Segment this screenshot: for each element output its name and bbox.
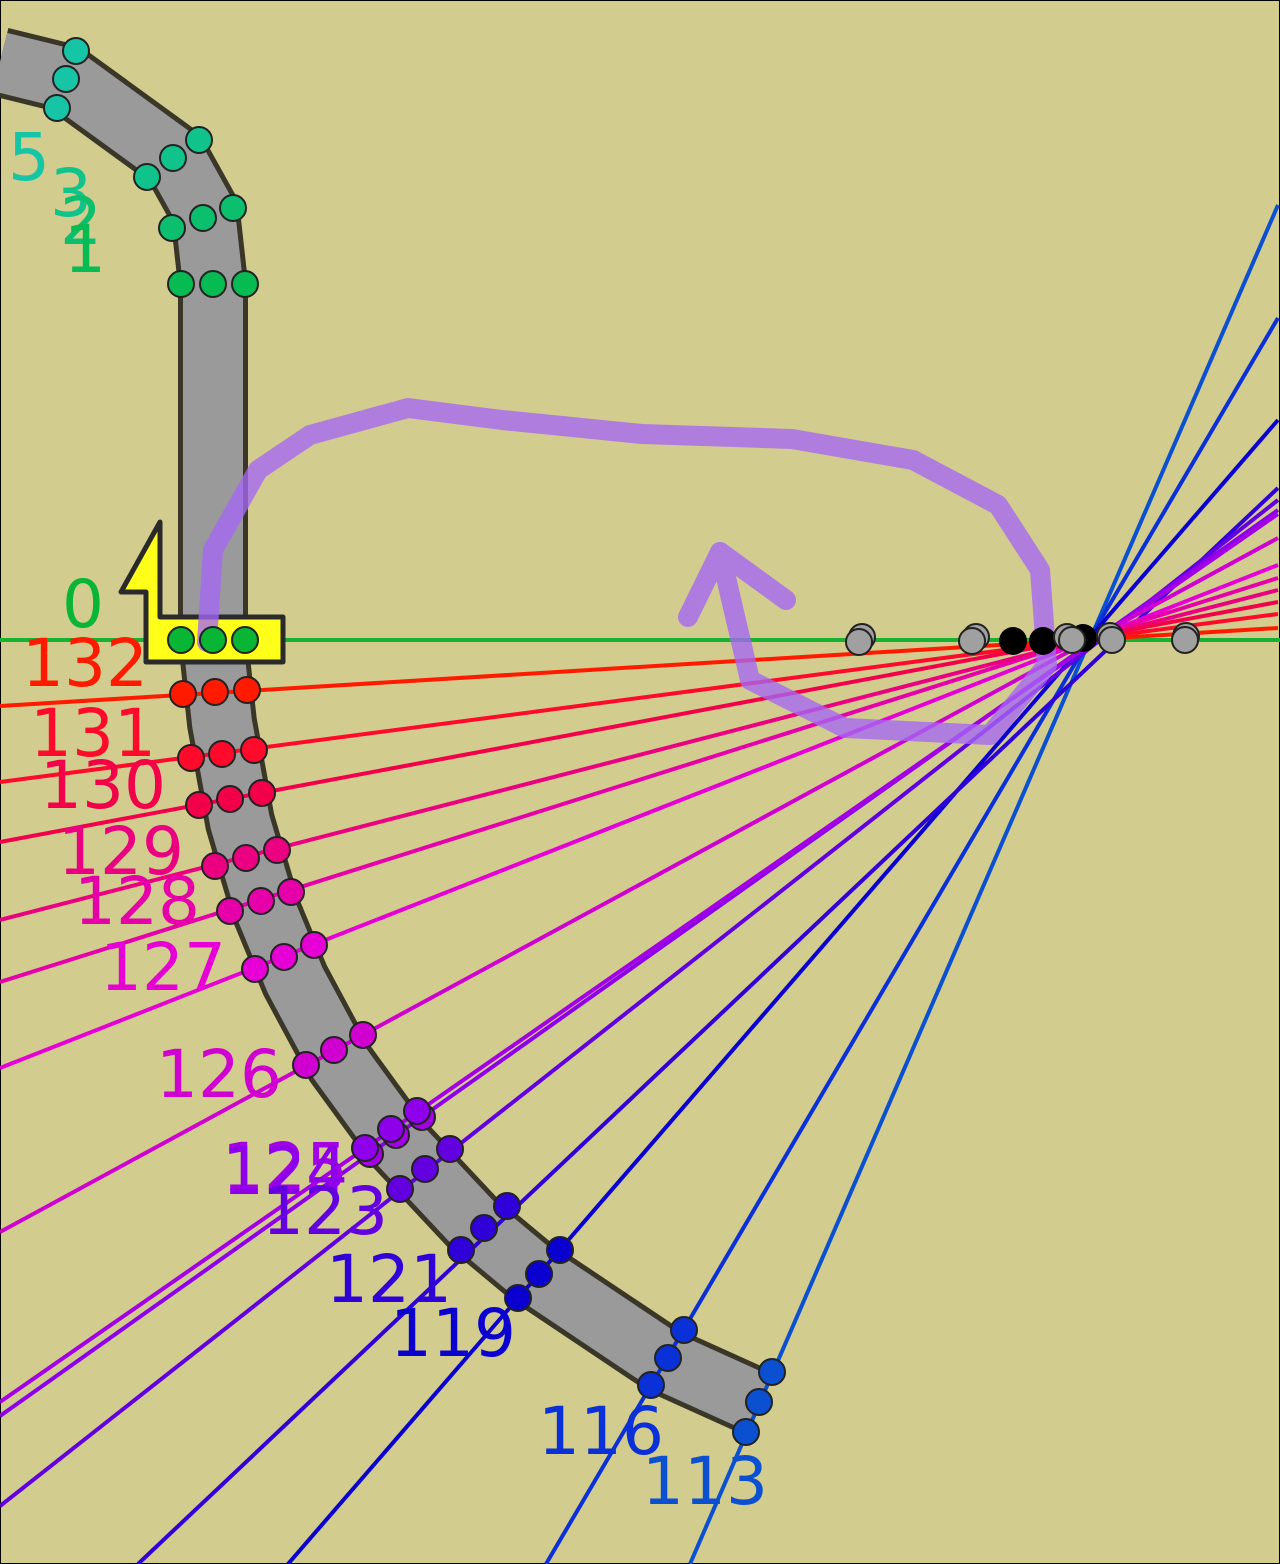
origin-black-1 (999, 627, 1027, 655)
section-dot-3-2 (159, 144, 187, 172)
section-dot-0-2 (199, 626, 227, 654)
section-dot-2-2 (189, 204, 217, 232)
section-dot-5-1 (62, 37, 90, 65)
section-dot-119-1 (504, 1284, 532, 1312)
section-label-5: 5 (8, 119, 50, 196)
origin-gray-2 (845, 628, 873, 656)
section-dot-131-3 (240, 736, 268, 764)
section-dot-123-2 (411, 1155, 439, 1183)
section-dot-121-2 (470, 1214, 498, 1242)
ray-125 (0, 512, 1280, 1404)
section-dot-113-3 (758, 1358, 786, 1386)
section-label-116: 116 (538, 1393, 664, 1470)
section-dot-127-2 (270, 943, 298, 971)
origin-gray-8 (1098, 626, 1126, 654)
section-labels: 5 3 2 1 0 132 131 130 129 128 127 126 12… (8, 119, 768, 1520)
section-dot-3-1 (185, 126, 213, 154)
section-dot-128-1 (216, 897, 244, 925)
section-dot-129-3 (263, 836, 291, 864)
section-dot-129-1 (201, 852, 229, 880)
section-dot-2-3 (158, 214, 186, 242)
origin-markers (845, 622, 1200, 656)
section-label-3: 3 (50, 155, 92, 232)
section-dot-132-1 (169, 680, 197, 708)
section-dot-2-1 (219, 194, 247, 222)
origin-gray-4 (958, 627, 986, 655)
section-dot-128-2 (247, 887, 275, 915)
section-label-123: 123 (262, 1173, 388, 1250)
section-dot-119-3 (546, 1236, 574, 1264)
section-dot-123-1 (386, 1175, 414, 1203)
section-dot-126-3 (349, 1021, 377, 1049)
section-dot-116-1 (637, 1371, 665, 1399)
section-dot-131-1 (177, 744, 205, 772)
origin-black-2 (1029, 627, 1057, 655)
section-label-130: 130 (40, 747, 166, 824)
ray-121 (136, 486, 1280, 1564)
section-dot-124-2 (377, 1115, 405, 1143)
section-label-2: 2 (60, 183, 102, 260)
section-dot-123-3 (436, 1135, 464, 1163)
section-dot-127-1 (241, 955, 269, 983)
section-dot-132-3 (233, 676, 261, 704)
ray-123 (0, 498, 1280, 1508)
section-label-1: 1 (64, 211, 106, 288)
section-dot-130-3 (248, 779, 276, 807)
section-label-124: 124 (222, 1133, 348, 1210)
section-label-132: 132 (22, 625, 148, 702)
section-dot-127-3 (300, 931, 328, 959)
section-dot-124-1 (351, 1134, 379, 1162)
ray-126 (0, 536, 1279, 1234)
section-dot-121-1 (447, 1236, 475, 1264)
section-dot-116-3 (670, 1316, 698, 1344)
section-dot-130-2 (216, 785, 244, 813)
section-dot-121-3 (493, 1192, 521, 1220)
section-dot-1-1 (167, 270, 195, 298)
section-dot-124-3 (403, 1097, 431, 1125)
section-dot-1-3 (231, 270, 259, 298)
section-label-127: 127 (100, 929, 226, 1006)
section-label-128: 128 (74, 863, 200, 940)
gesture-loop-stroke (197, 398, 1057, 745)
section-dot-113-1 (732, 1418, 760, 1446)
section-dots (43, 37, 786, 1446)
gesture-arrowhead-right (710, 542, 796, 610)
section-dot-132-2 (201, 678, 229, 706)
section-dot-3-3 (133, 163, 161, 191)
section-label-125: 125 (222, 1129, 348, 1206)
section-label-113: 113 (642, 1443, 768, 1520)
section-label-131: 131 (30, 695, 156, 772)
section-dot-0-3 (231, 626, 259, 654)
origin-gray-10 (1171, 626, 1199, 654)
section-label-121: 121 (326, 1241, 452, 1318)
section-dot-119-2 (525, 1260, 553, 1288)
ray-119 (286, 418, 1280, 1564)
section-dot-0-1 (167, 626, 195, 654)
section-label-0: 0 (62, 566, 104, 643)
gesture-arrowhead-left (678, 542, 730, 627)
section-dot-126-1 (292, 1051, 320, 1079)
section-dot-126-2 (320, 1036, 348, 1064)
section-dot-116-2 (654, 1344, 682, 1372)
section-dot-113-2 (745, 1388, 773, 1416)
section-label-119: 119 (390, 1295, 516, 1372)
section-dot-128-3 (277, 878, 305, 906)
section-dot-129-2 (232, 844, 260, 872)
section-dot-5-3 (43, 94, 71, 122)
section-label-129: 129 (58, 813, 184, 890)
ray-113 (688, 204, 1280, 1564)
section-dot-131-2 (208, 740, 236, 768)
origin-gray-6 (1058, 626, 1086, 654)
section-dot-1-2 (199, 270, 227, 298)
purple-curved-arrow-icon (197, 398, 1057, 745)
section-dot-5-2 (52, 65, 80, 93)
section-label-126: 126 (156, 1036, 282, 1113)
section-dot-130-1 (185, 791, 213, 819)
